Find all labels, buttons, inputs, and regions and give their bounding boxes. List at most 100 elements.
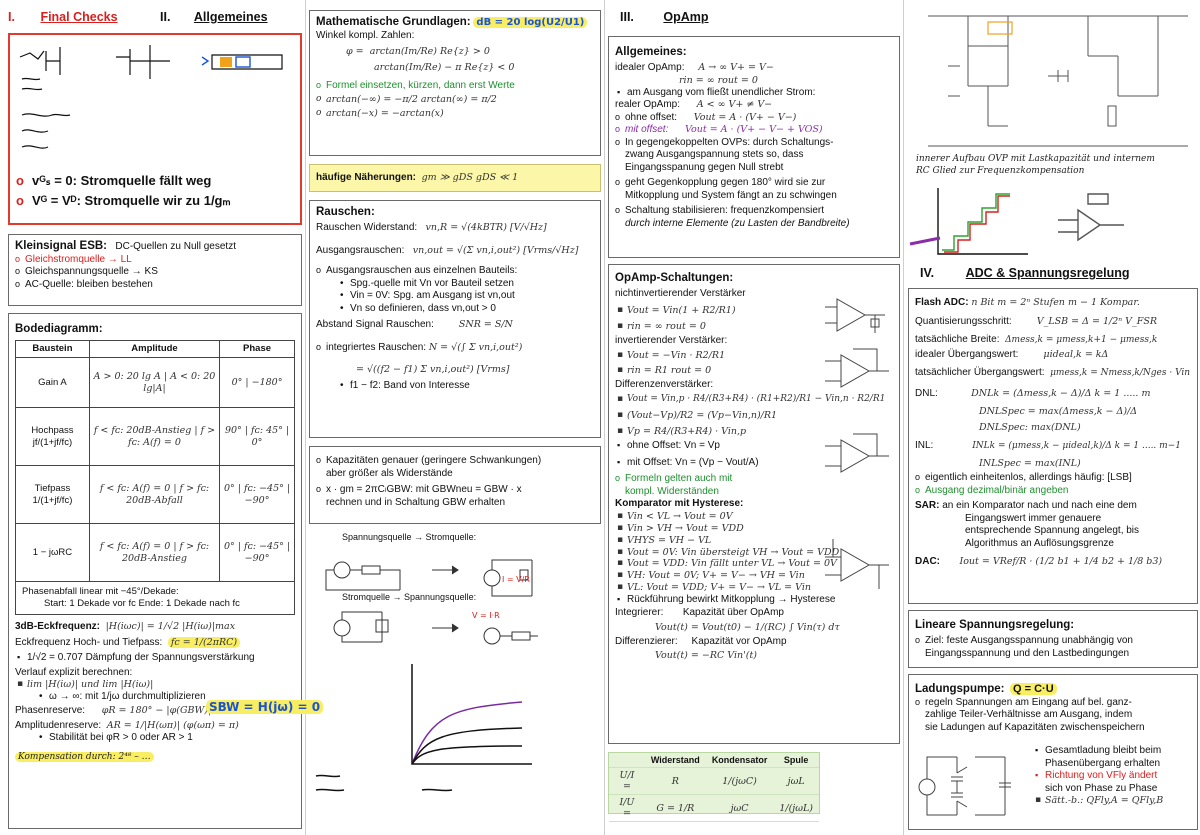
ideal-resistance: rin = ∞ rout = 0 [679,74,758,86]
bode-note: Start: 1 Dekade vor fᴄ Ende: 1 Dekade na… [44,598,240,610]
bode-note: Phasenabfall linear mit −45°/Dekade: [22,586,179,598]
tats-label: tatsächlicher Übergangswert: [915,367,1045,378]
impedanz-header: Widerstand [644,753,706,768]
bode-col-header: Baustein [15,340,90,359]
ideal-label: idealer Übergangswert: [915,348,1019,360]
eck-fc: fc = 1/(2πRC) [167,636,241,648]
final-check-2: Vᴳ = Vᴰ: Stromquelle wir zu 1/gₘ [32,193,231,209]
phi-case-b: arctan(Im/Re) − π Re{z} < 0 [374,61,515,73]
kapaz-line: Kapazitäten genauer (geringere Schwankun… [316,455,594,468]
opamp-schematic-icon [825,348,889,388]
rauschen-anteil: Vn so definieren, dass vn,out > 0 [316,303,594,316]
column-separator [903,0,904,835]
naeherungen-formula: gm ≫ gDS gDS ≪ 1 [421,172,519,183]
characteristic-curve-sketch [315,664,532,792]
nicht-inv-resistance: rin = ∞ rout = 0 [615,321,893,333]
kleinsignal-item: Gleichspannungsquelle → KS [15,266,295,279]
opamp-sch-title: OpAmp-Schaltungen: [615,272,734,284]
bode-col-header: Phase [219,340,295,359]
section-title: Allgemeines [193,10,268,24]
ladung-formula: Q = C·U [1010,683,1057,695]
mitkopplung: Mitkopplung und System fängt an zu schwi… [625,189,837,201]
bode-cell-name: Gain A [15,357,90,409]
q-formula: V_LSB = Δ = 1/2ⁿ V_FSR [1036,315,1158,327]
komp-line: VHYS = VH − VL [615,535,893,547]
opamp-allgemeines-box: Allgemeines: idealer OpAmp: A → ∞ V+ = V… [608,36,900,258]
mathe-winkel: Winkel kompl. Zahlen: [316,29,415,41]
kleinsignal-item: AC-Quelle: bleiben bestehen [15,279,295,292]
gegenkopplung: zwang Ausgangspannung stets so, dass [625,149,804,161]
komp-line: VL: Vout = VDD; V+ = V− → VL = Vin [615,582,893,594]
bode-cell-phase: 0° | fᴄ: −45° | −90° [219,465,295,525]
final-check-1: vᴳₛ = 0: Stromquelle fällt weg [32,173,212,188]
integ-rauschen-formula: N = √(∫ Σ vn,i,out²) [428,341,523,353]
rauschen-anteil: Spg.-quelle mit Vn vor Bauteil setzen [316,278,594,291]
rauschen-band: f1 − f2: Band von Interesse [316,380,594,393]
integ-formula: Vout(t) = Vout(t0) − 1/(RC) ∫ Vin(τ) dτ [655,622,840,633]
bode-cell-amp: f < fᴄ: A(f) = 0 | f > fᴄ: 20dB-Anstieg [88,523,221,583]
diff-mit-offset: mit Offset: Vn = (Vp − Vout/A) [615,457,893,470]
bode-cell-amp: f < fᴄ: A(f) = 0 | f > fᴄ: 20dB-Abfall [88,465,221,525]
section-header-adc: IV. ADC & Spannungsregelung [920,266,1130,280]
diff-formula-3: Vp = R4/(R3+R4) · Vin,p [615,426,893,438]
ladung-bullet: Phasenübergang erhalten [1045,757,1161,769]
kein-strom: am Ausgang vom fließt unendlicher Strom: [615,87,893,100]
komp-label: Komparator mit Hysterese: [615,498,744,510]
stabilitaet: Stabilität bei φR > 0 oder AR > 1 [15,732,295,745]
diffz-formula: Vout(t) = −RC Vin'(t) [655,650,757,662]
sar-desc: an ein Komparator nach und nach eine dem [942,500,1137,512]
snr-formula: SNR = S/N [458,319,513,331]
column-separator [305,0,306,835]
quellen-eq-2: V = I·R [472,611,500,620]
bode-cell-amp: A > 0: 20 lg A | A < 0: 20 lg|A| [88,357,221,409]
opamp-schematic-icon [825,298,885,333]
section-number: II. [160,10,171,24]
dac-label: DAC: [915,556,940,568]
mathe-formel-tip: Formel einsetzen, kürzen, dann erst Wert… [316,80,594,93]
handnote-sbw: SBW = H(jω) = 0 [206,700,324,714]
daempfung: 1/√2 = 0.707 Dämpfung der Spannungsverst… [15,652,295,665]
bode-cell-amp: f < fᴄ: 20dB-Anstieg | f > fᴄ: A(f) = 0 [88,407,221,467]
section-header-allgemeines: II. Allgemeines [160,10,268,24]
integ-desc: Kapazität über OpAmp [682,606,784,618]
ovp-caption-1: innerer Aufbau OVP mit Lastkapazität und… [916,154,1155,164]
inv-formula: Vout = −Vin · R2/R1 [615,350,893,362]
ovp-caption-2: RC Glied zur Frequenzkompensation [916,166,1085,176]
komp-line: Vin < VL → Vout = 0V [615,511,893,523]
nicht-inv-formula: Vout = Vin(1 + R2/R1) [615,305,893,317]
regelung-ziel: Eingangsspannung und den Lastbedingungen [925,647,1130,659]
section-title: OpAmp [663,10,709,24]
nicht-inv-label: nichtinvertierender Verstärker [615,288,746,300]
kleinsignal-title: Kleinsignal ESB: [15,240,108,252]
snr-label: Abstand Signal Rauschen: [316,319,434,331]
bode-cell-phase: 90° | fᴄ: 45° | 0° [219,407,295,467]
dnl-spec: DNLSpec = max(Δmess,k − Δ)/Δ [979,406,1138,417]
formeln-hinweis: Formeln gelten auch mit [615,473,893,486]
sar-label: SAR: [915,500,940,512]
inv-resistance: rin = R1 rout = 0 [615,365,893,377]
rauschen-ausgang-formula: vn,out = √(Σ vn,i,out²) [Vrms/√Hz] [412,244,579,256]
integ-rauschen-formula-2: = √((f2 − f1) Σ vn,i,out²) [Vrms] [356,364,510,376]
ohne-offset-label: ohne offset: [625,111,678,123]
impedanz-header: Kondensator [705,753,774,768]
diff-formula: Vout = Vin,p · R4/(R3+R4) · (R1+R2)/R1 −… [615,394,893,406]
naeherungen-box: häufige Näherungen: gm ≫ gDS gDS ≪ 1 [309,164,601,192]
mit-offset-formula: Vout = A · (V+ − V− + VOS) [685,124,823,136]
opamp-allg-title: Allgemeines: [615,46,687,58]
kapazitaeten-box: Kapazitäten genauer (geringere Schwankun… [309,446,601,524]
bode-cell-phase: 0° | fᴄ: −45° | −90° [219,523,295,583]
section-number: III. [620,10,634,24]
section-header-final-checks: I. Final Checks [8,10,118,24]
diff-label: Differenzenverstärker: [615,378,714,390]
regelung-box: Lineare Spannungsregelung: Ziel: feste A… [908,610,1198,668]
impedanz-cell: jωC [705,794,774,822]
bode-cell-name: Hochpass jf/(1+jf/fᴄ) [15,407,90,467]
naeherungen-label: häufige Näherungen: [316,172,417,183]
column-separator [604,0,605,835]
rauschen-anteil: Vin = 0V: Spg. am Ausgang ist vn,out [316,290,594,303]
rauschen-anteile: Ausgangsrauschen aus einzelnen Bauteils: [316,265,594,278]
mathe-title: Mathematische Grundlagen: [316,16,471,28]
ideal-formula: μideal,k = kΔ [1043,348,1109,360]
sar-desc: Algorithmus an Auflösungsgrenze [965,537,1114,549]
mitkopplung: geht Gegenkopplung gegen 180° wird sie z… [615,177,893,190]
